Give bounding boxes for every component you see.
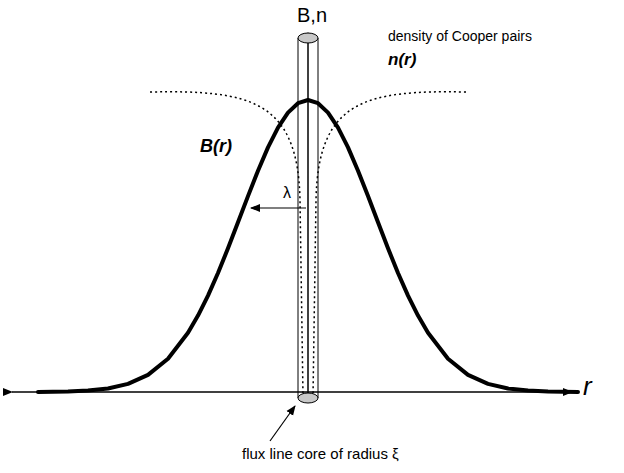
b-n-axis bbox=[307, 33, 309, 402]
curve-label: B(r) bbox=[200, 136, 232, 157]
axis-label: B,n bbox=[297, 4, 327, 27]
lambda-arrow bbox=[251, 207, 306, 208]
core-wall bbox=[298, 38, 299, 398]
curve-label: density of Cooper pairs bbox=[388, 28, 532, 44]
curve-label: n(r) bbox=[388, 50, 416, 70]
core-wall bbox=[318, 38, 319, 398]
core-top bbox=[298, 33, 318, 43]
length-label: λ bbox=[283, 184, 291, 202]
core-label: flux line core of radius ξ bbox=[242, 445, 399, 462]
axis-label: r bbox=[583, 372, 592, 402]
core-bottom bbox=[298, 393, 318, 403]
field-curve bbox=[38, 100, 578, 392]
core-leader bbox=[270, 406, 295, 441]
